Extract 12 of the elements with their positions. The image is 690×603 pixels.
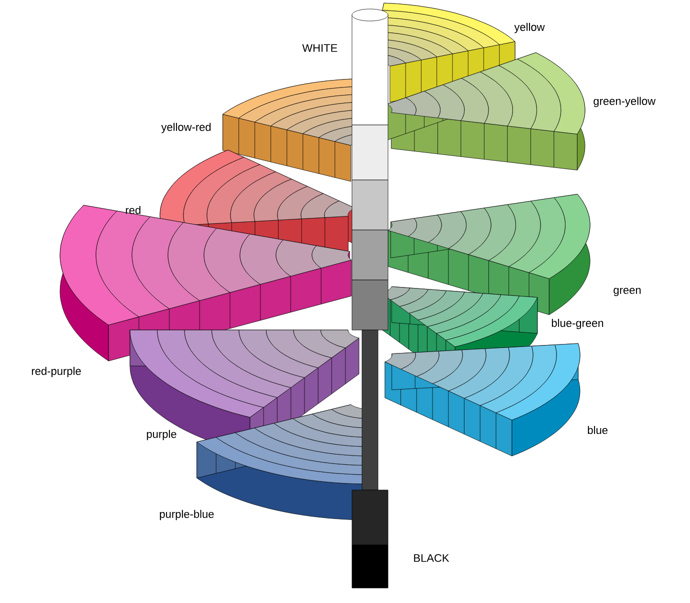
hue-label: yellow <box>514 22 545 34</box>
hue-label: BLACK <box>414 554 450 562</box>
hue-label: WHITE <box>302 44 338 52</box>
hue-label: green-yellow <box>594 96 656 108</box>
hue-label: green <box>614 288 641 296</box>
hue-label: yellow-red <box>161 122 211 134</box>
hue-label: blue <box>588 426 608 434</box>
hue-label: purple-blue <box>160 510 214 520</box>
hue-label: blue-green <box>552 318 604 330</box>
hue-label: red <box>126 206 140 214</box>
hue-label: red-purple <box>32 366 81 378</box>
hue-label: purple <box>146 430 176 440</box>
